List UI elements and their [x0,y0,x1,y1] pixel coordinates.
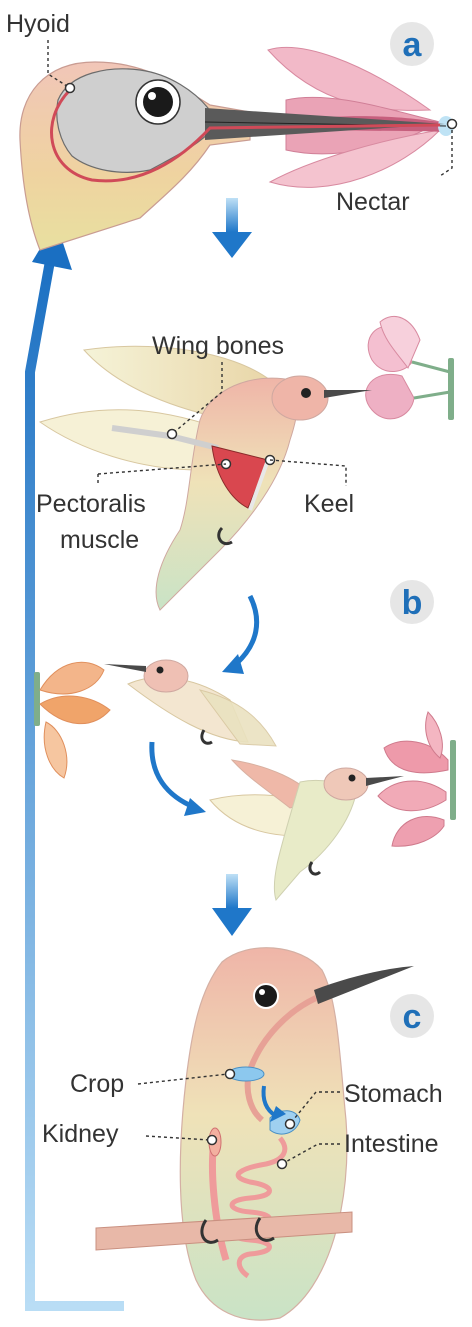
down-arrow-1 [212,198,252,258]
bird-body-b [156,378,298,610]
panel-b: b Wing bones Pectoralis muscle Keel [36,316,454,624]
svg-text:b: b [402,584,423,622]
svg-text:c: c [403,998,422,1036]
label-stomach: Stomach [344,1080,443,1108]
label-kidney: Kidney [42,1120,119,1148]
curved-arrow-2 [152,742,206,816]
label-pectoralis-line1: Pectoralis [36,490,146,518]
label-keel: Keel [304,490,354,518]
eye-c [254,984,278,1008]
label-nectar: Nectar [336,188,410,216]
badge-c: c [390,994,434,1038]
down-arrow-2 [212,874,252,936]
panel-c: c Crop Stomach Kidney Intestine [42,948,443,1320]
svg-text:a: a [403,26,423,64]
label-crop: Crop [70,1070,124,1098]
label-intestine: Intestine [344,1130,439,1158]
label-pectoralis-line2: muscle [60,526,139,554]
badge-b: b [390,580,434,624]
curved-arrow-1 [222,596,257,674]
badge-a: a [390,22,434,66]
flower-b1-icon [366,316,454,420]
label-wing-bones: Wing bones [152,332,284,360]
flower-orange-icon [34,662,110,778]
label-hyoid: Hyoid [6,10,70,38]
